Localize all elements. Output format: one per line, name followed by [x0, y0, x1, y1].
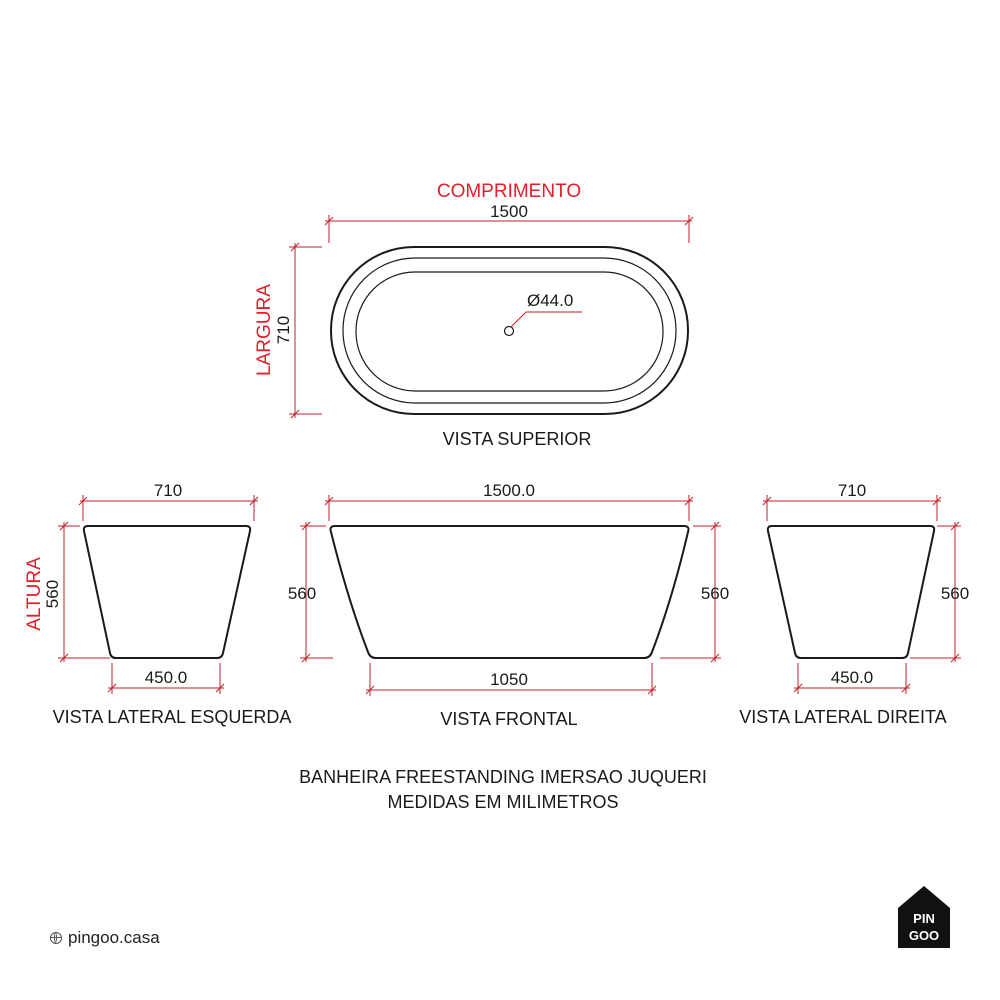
right-height-value: 560: [941, 584, 969, 603]
drain-circle: [503, 325, 515, 337]
left-height-dimension-line: [58, 521, 110, 663]
drain-label: Ø44.0: [527, 291, 573, 310]
front-height-right: 560: [701, 584, 729, 603]
title-line-2: MEDIDAS EM MILIMETROS: [387, 792, 618, 812]
left-bottom-dimension-line: [107, 663, 225, 694]
left-height-label: ALTURA: [24, 557, 45, 631]
width-label: LARGURA: [254, 284, 275, 376]
front-view-caption: VISTA FRONTAL: [440, 709, 577, 729]
tub-outer-rim: [330, 246, 689, 415]
left-height-value: 560: [43, 580, 62, 608]
tub-inner-basin: [355, 271, 664, 392]
front-view: 1500.0 560 560 1050: [288, 481, 729, 729]
top-view-caption: VISTA SUPERIOR: [443, 429, 592, 449]
front-right-height-dimension-line: [660, 521, 721, 663]
right-height-dimension-line: [910, 521, 961, 663]
title-line-1: BANHEIRA FREESTANDING IMERSAO JUQUERI: [299, 767, 707, 787]
logo-text-bottom: GOO: [909, 928, 939, 943]
length-label: COMPRIMENTO: [437, 181, 581, 202]
front-top-dimension-line: [324, 495, 694, 521]
width-dimension-line: [289, 242, 322, 419]
drain-leader-line: [510, 311, 582, 328]
tub-mid-rim: [342, 257, 677, 404]
front-bottom-width: 1050: [490, 670, 528, 689]
house-logo-icon: PIN GOO: [898, 886, 950, 948]
logo-text-top: PIN: [913, 911, 935, 926]
right-top-dimension-line: [762, 495, 942, 521]
front-top-width: 1500.0: [483, 481, 535, 500]
right-view-caption: VISTA LATERAL DIREITA: [739, 707, 946, 727]
left-top-dimension-line: [78, 495, 259, 521]
globe-icon: [50, 932, 62, 944]
length-dimension-line: [324, 215, 694, 243]
website-text: pingoo.casa: [68, 928, 160, 947]
front-left-height-dimension-line: [300, 521, 333, 663]
right-side-view: 710 560 450.0 VISTA LATERAL DIREITA: [739, 481, 969, 727]
left-tub-profile: [82, 525, 252, 659]
right-bottom-dimension-line: [793, 663, 911, 694]
front-height-left: 560: [288, 584, 316, 603]
left-top-width: 710: [154, 481, 182, 500]
length-value: 1500: [490, 202, 528, 221]
left-side-view: 710 ALTURA 560 450.0 VISTA LATERAL ESQUE…: [24, 481, 291, 727]
drawing-title: BANHEIRA FREESTANDING IMERSAO JUQUERI ME…: [299, 767, 707, 812]
front-bottom-dimension-line: [365, 663, 657, 696]
footer-website[interactable]: pingoo.casa: [50, 928, 160, 948]
top-view: COMPRIMENTO 1500 LARGURA 710 Ø44.0 VISTA…: [254, 181, 694, 449]
front-tub-profile: [329, 525, 690, 659]
right-top-width: 710: [838, 481, 866, 500]
right-bottom-width: 450.0: [831, 668, 874, 687]
left-bottom-width: 450.0: [145, 668, 188, 687]
width-value: 710: [274, 316, 293, 344]
left-view-caption: VISTA LATERAL ESQUERDA: [53, 707, 292, 727]
right-tub-profile: [766, 525, 936, 659]
